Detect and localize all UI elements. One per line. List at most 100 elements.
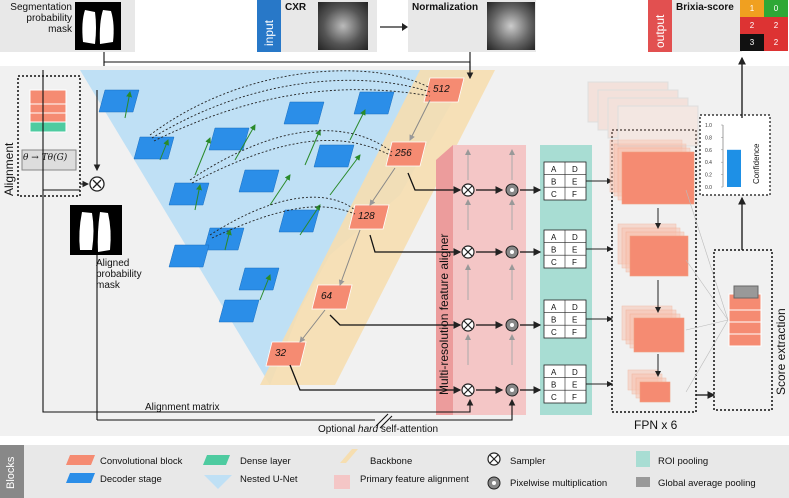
legend-gap: Global average pooling <box>658 478 756 489</box>
svg-text:0.4: 0.4 <box>705 160 712 166</box>
legend-nested: Nested U-Net <box>240 474 298 485</box>
formula-box <box>21 149 77 171</box>
brixia-panel <box>672 0 742 52</box>
svg-text:D: D <box>572 303 578 312</box>
svg-text:D: D <box>572 368 578 377</box>
decoder-block <box>168 244 210 268</box>
conv-block <box>265 341 307 367</box>
fpn-layer <box>621 151 695 205</box>
svg-text:C: C <box>551 393 557 402</box>
conv-block <box>423 77 465 103</box>
svg-text:0.0: 0.0 <box>705 185 712 191</box>
score-cell: 2 <box>740 17 764 34</box>
alignment-dense-stack <box>29 89 67 133</box>
scale-label: 32 <box>275 348 287 359</box>
fpn-label: FPN x 6 <box>634 418 678 432</box>
svg-text:F: F <box>572 258 577 267</box>
scale-label: 64 <box>321 291 333 302</box>
self-attention-label: Optional hard self-attention <box>318 424 439 435</box>
conv-block <box>348 204 390 230</box>
legend-sampler: Sampler <box>510 456 546 467</box>
fpn-ghost-layers <box>587 81 699 147</box>
svg-text:C: C <box>551 190 557 199</box>
legend-pixmul: Pixelwise multiplication <box>510 478 608 489</box>
fpn-box <box>611 129 697 413</box>
score-extraction-label: Score extraction <box>774 308 788 395</box>
svg-text:B: B <box>551 381 556 390</box>
legend-roi: ROI pooling <box>658 456 709 467</box>
svg-text:E: E <box>572 178 577 187</box>
legend-decoder: Decoder stage <box>100 474 162 485</box>
arrow-to-normalization <box>378 20 408 38</box>
normalization-label: Normalization <box>412 2 479 13</box>
svg-text:D: D <box>572 233 578 242</box>
legend-primary: Primary feature alignment <box>360 474 469 485</box>
scale-label: 128 <box>358 211 375 222</box>
alignment-formula: θ → Tθ(G) <box>23 153 68 163</box>
decoder-block <box>98 89 140 113</box>
skip-connections <box>149 70 431 239</box>
score-extraction-stack <box>728 285 762 347</box>
score-cell: 0 <box>764 0 788 17</box>
nested-unet-region <box>80 70 470 385</box>
brixia-label: Brixia-score <box>676 2 734 13</box>
svg-text:B: B <box>551 246 556 255</box>
svg-text:D: D <box>572 165 578 174</box>
svg-text:C: C <box>551 258 557 267</box>
decoder-block <box>203 227 245 251</box>
svg-text:B: B <box>551 178 556 187</box>
decoder-block <box>218 299 260 323</box>
legend-title-tab: Blocks <box>0 445 24 498</box>
legend-backbone: Backbone <box>370 456 413 467</box>
aligner-title: Multi-resolution feature aligner <box>437 233 451 395</box>
svg-text:F: F <box>572 190 577 199</box>
decoder-block <box>353 91 395 115</box>
legend-conv: Convolutional block <box>100 456 183 467</box>
seg-mask-title: Segmentation probability mask <box>10 2 72 35</box>
decoder-block <box>283 101 325 125</box>
normalized-cxr-image <box>487 2 535 50</box>
unet-green-arrows <box>124 91 366 301</box>
svg-text:E: E <box>572 381 577 390</box>
svg-text:C: C <box>551 328 557 337</box>
score-extraction-box <box>713 249 773 411</box>
legend-panel <box>0 445 789 498</box>
aligned-mask-label: Aligned probability mask <box>96 258 142 291</box>
cxr-label: CXR <box>285 2 307 13</box>
svg-text:F: F <box>572 393 577 402</box>
decoder-block <box>313 144 355 168</box>
legend-dense: Dense layer <box>240 456 291 467</box>
svg-text:E: E <box>572 246 577 255</box>
alignment-title: Alignment <box>2 142 16 196</box>
score-cell: 2 <box>764 34 788 51</box>
svg-text:1.0: 1.0 <box>705 123 712 129</box>
roi-grid: DEF ABC <box>543 364 587 404</box>
svg-text:F: F <box>572 328 577 337</box>
alignment-matrix-label: Alignment matrix <box>145 402 220 413</box>
cxr-image <box>318 2 368 50</box>
decoder-block <box>238 169 280 193</box>
decoder-block <box>168 182 210 206</box>
svg-text:A: A <box>551 368 557 377</box>
conv-block <box>385 141 427 167</box>
aligned-mask-image <box>70 205 122 255</box>
decoder-block <box>238 267 280 291</box>
decoder-block <box>278 209 320 233</box>
output-tag: output <box>648 0 672 52</box>
svg-text:0.2: 0.2 <box>705 173 712 179</box>
fpn-layer <box>633 317 685 353</box>
confidence-bar <box>727 149 741 187</box>
fpn-layer <box>639 381 671 403</box>
svg-text:0.8: 0.8 <box>705 135 712 141</box>
svg-text:B: B <box>551 316 556 325</box>
fpn-layer <box>629 235 689 277</box>
svg-text:0.6: 0.6 <box>705 148 712 154</box>
seg-mask-image <box>75 2 121 50</box>
score-cell: 2 <box>764 17 788 34</box>
svg-text:A: A <box>551 303 557 312</box>
alignment-box <box>17 75 81 197</box>
